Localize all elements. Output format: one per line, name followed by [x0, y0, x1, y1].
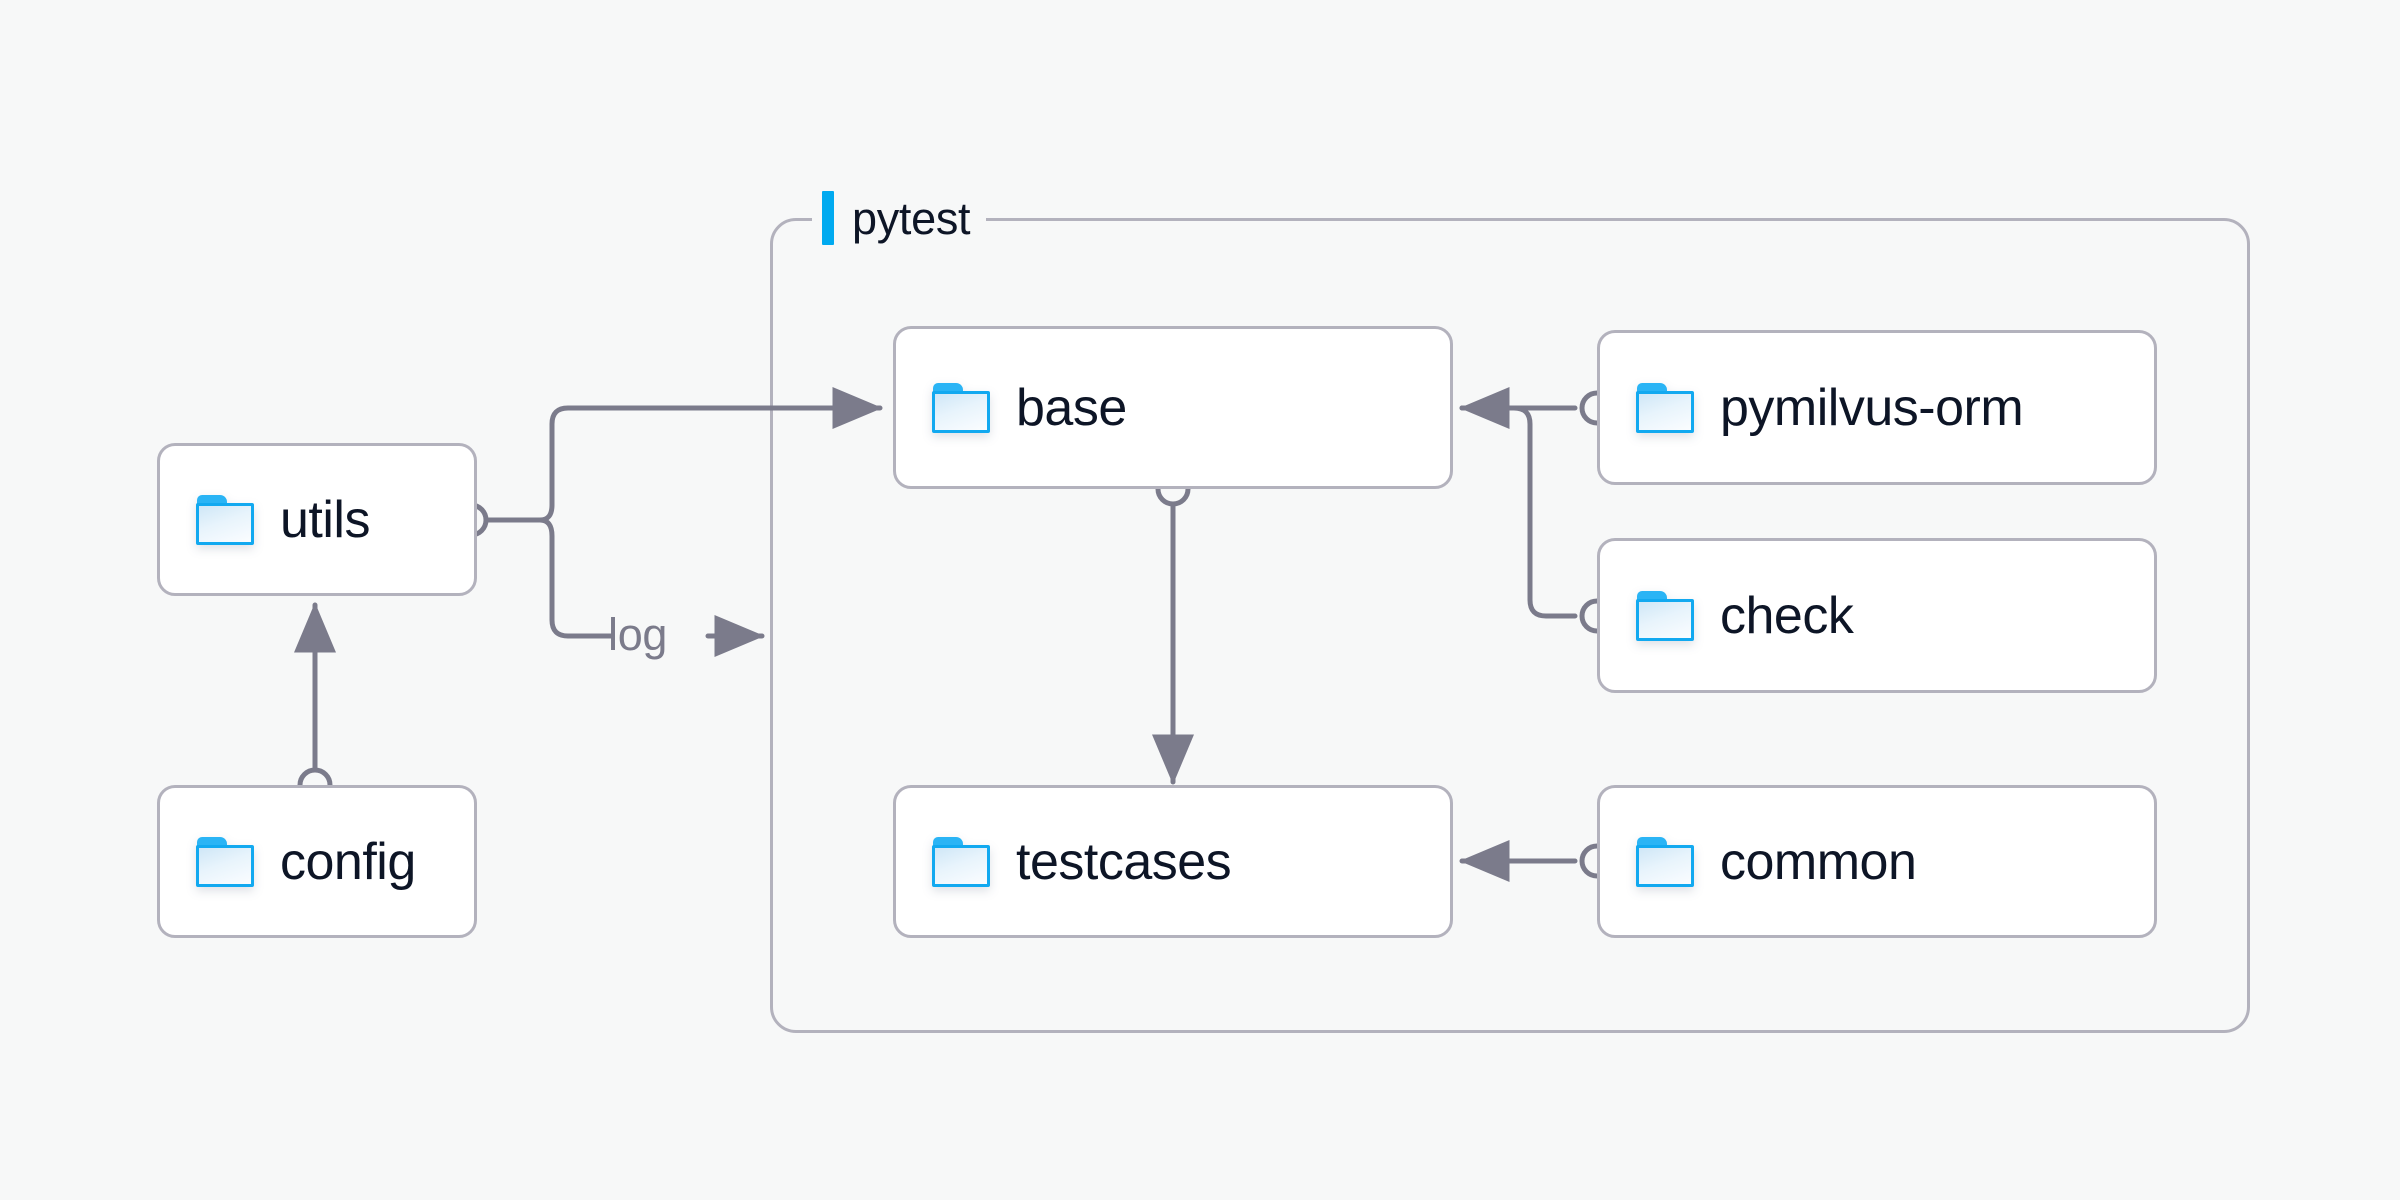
pytest-group-container [770, 218, 2250, 1033]
node-label-utils: utils [280, 490, 370, 549]
folder-icon [932, 836, 990, 887]
node-label-base: base [1016, 378, 1127, 437]
group-accent-bar [822, 191, 834, 245]
folder-icon [1636, 836, 1694, 887]
node-utils[interactable]: utils [157, 443, 477, 596]
node-testcases[interactable]: testcases [893, 785, 1453, 938]
node-common[interactable]: common [1597, 785, 2157, 938]
node-label-common: common [1720, 832, 1917, 891]
node-pymilvus-orm[interactable]: pymilvus-orm [1597, 330, 2157, 485]
node-label-pymilvus-orm: pymilvus-orm [1720, 378, 2024, 437]
folder-icon [1636, 590, 1694, 641]
pytest-group-label: pytest [812, 186, 987, 250]
node-config[interactable]: config [157, 785, 477, 938]
folder-icon [196, 494, 254, 545]
node-check[interactable]: check [1597, 538, 2157, 693]
folder-icon [932, 382, 990, 433]
group-label-text: pytest [852, 192, 971, 244]
folder-icon [196, 836, 254, 887]
wire-utils-to-log [537, 517, 615, 639]
node-label-testcases: testcases [1016, 832, 1232, 891]
folder-icon [1636, 382, 1694, 433]
edge-label-log: log [608, 609, 668, 660]
node-base[interactable]: base [893, 326, 1453, 489]
node-label-config: config [280, 832, 416, 891]
node-label-check: check [1720, 586, 1854, 645]
